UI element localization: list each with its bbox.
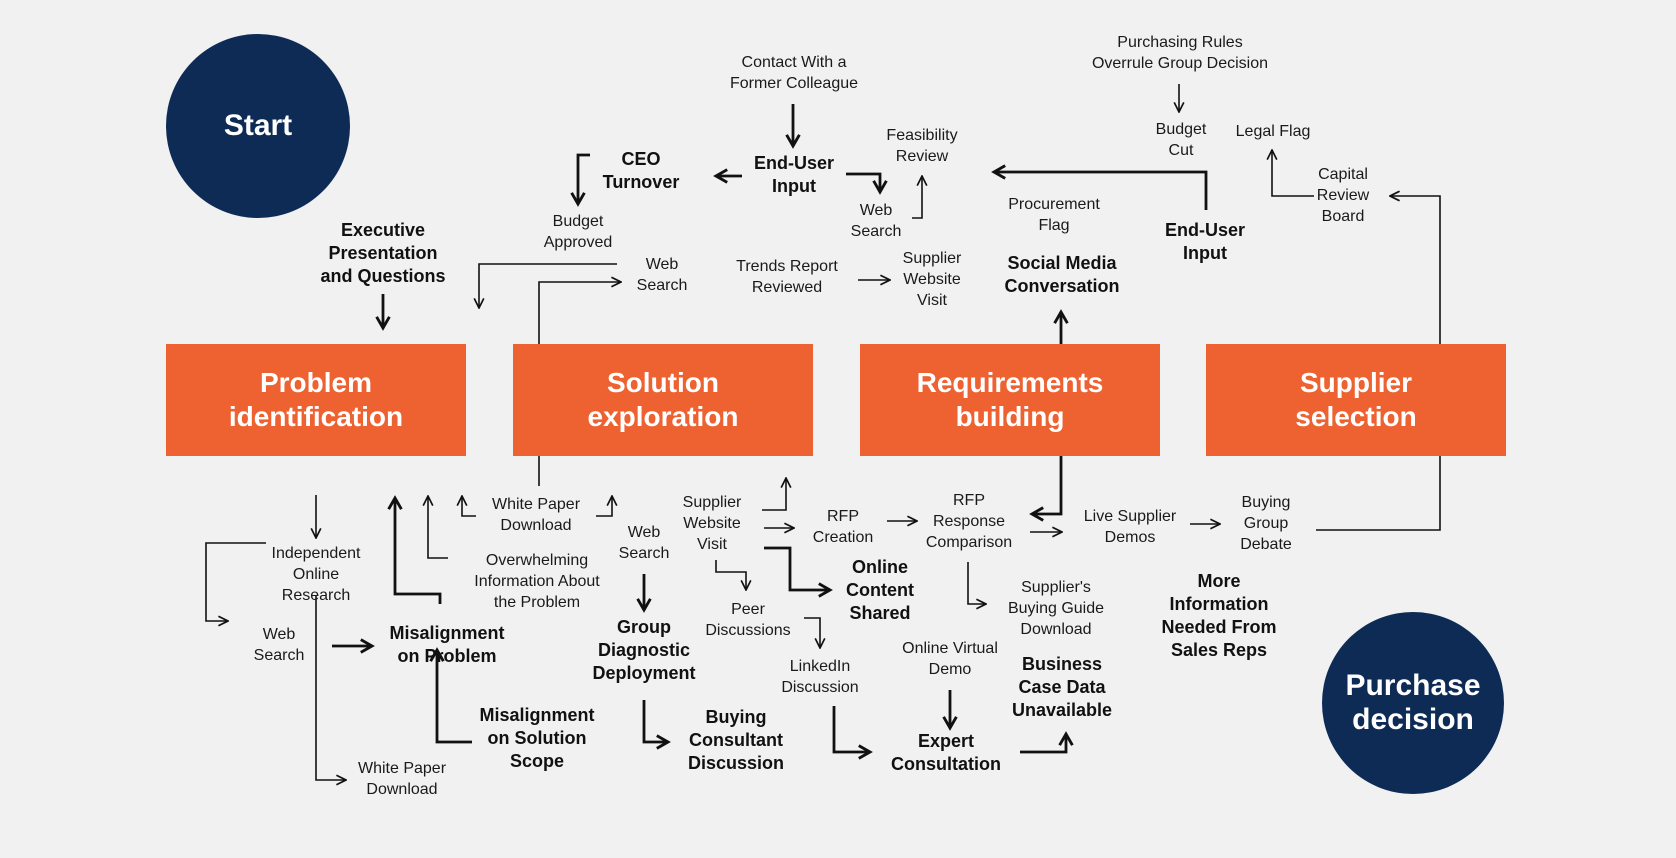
arrow-research-to-web-search [205,542,266,621]
stage-solution-exploration: Solution exploration [513,344,813,456]
label-white-paper-1: White Paper Download [491,496,581,534]
label-ceo-turnover: CEO Turnover [602,149,680,192]
arrow-rfp-to-buying-guide [967,562,986,604]
stage-problem-identification: Problem identification [166,344,466,456]
arrow-supplier-to-peer [715,560,746,590]
arrow-requirements-to-rfp-response [1029,456,1063,522]
start-node: Start [166,34,350,218]
label-peer-discussions: Peer Discussions [705,601,791,639]
arrow-misalignment-to-problem [387,495,442,604]
label-supplier-website-top: Supplier Website Visit [902,250,962,309]
label-contact-colleague: Contact With a Former Colleague [729,54,859,92]
arrow-research-to-white-paper [315,596,346,780]
stage-requirements-building: Requirements building [860,344,1160,456]
arrow-group-to-consultant [642,700,671,750]
label-live-demos: Live Supplier Demos [1083,508,1177,546]
arrow-white-paper-up-left [462,496,476,517]
label-misalignment-scope: Misalignment on Solution Scope [479,705,595,771]
line-debate-to-supplier-selection [1316,456,1441,531]
arrow-web-search-back-left [479,263,617,308]
label-more-info: More Information Needed From Sales Reps [1161,571,1277,660]
arrow-linkedin-to-expert [832,706,873,760]
arrow-supplier-to-solution-upper [762,478,786,511]
label-overwhelming-info: Overwhelming Information About the Probl… [474,552,600,611]
arrow-supplier-to-online-content [764,546,833,598]
arrow-web-search-to-feasibility [912,176,922,219]
stage-supplier-selection: Supplier selection [1206,344,1506,456]
label-budget-approved: Budget Approved [543,213,613,251]
label-business-case: Business Case Data Unavailable [1011,654,1113,720]
arrow-end-user-to-procurement [991,164,1208,210]
label-misalignment-problem: Misalignment on Problem [389,623,505,666]
label-legal-flag: Legal Flag [1235,123,1311,140]
label-buying-consultant: Buying Consultant Discussion [687,707,785,773]
arrow-white-paper-up-right [596,496,612,517]
label-white-paper-2: White Paper Download [357,760,447,798]
label-capital-review: Capital Review Board [1316,166,1370,225]
label-budget-cut: Budget Cut [1155,121,1207,159]
label-executive-presentation: Executive Presentation and Questions [320,220,446,286]
label-online-virtual-demo: Online Virtual Demo [902,640,998,678]
label-online-content: Online Content Shared [846,557,914,623]
label-web-search-top: Web Search [850,202,902,240]
label-procurement-flag: Procurement Flag [1008,196,1100,234]
label-end-user-input-1: End-User Input [753,153,835,196]
label-web-search-left: Web Search [253,626,305,664]
label-supplier-website-bottom: Supplier Website Visit [682,494,742,553]
label-group-diagnostic: Group Diagnostic Deployment [592,617,696,683]
arrow-end-user-to-web-search [846,172,888,195]
label-buying-group-debate: Buying Group Debate [1240,494,1292,553]
label-social-media: Social Media Conversation [1004,253,1120,296]
arrow-ceo-to-budget [570,153,590,207]
label-web-search-bottom: Web Search [618,524,670,562]
arrow-overwhelming-up [428,496,448,559]
label-independent-research: Independent Online Research [271,545,361,604]
label-rfp-creation: RFP Creation [812,508,874,546]
label-rfp-response: RFP Response Comparison [925,492,1013,551]
label-expert-consultation: Expert Consultation [891,731,1001,774]
arrow-peer-to-linkedin [804,617,820,648]
label-buying-guide: Supplier's Buying Guide Download [1007,579,1105,638]
label-trends-report: Trends Report Reviewed [736,258,838,296]
purchase-decision-node: Purchase decision [1322,612,1504,794]
arrow-supplier-selection-to-capital [1390,196,1441,344]
label-linkedin: LinkedIn Discussion [781,658,859,696]
arrow-solution-to-web-search [538,282,621,344]
arrow-expert-to-business-case [1020,731,1074,754]
arrow-capital-to-legal-flag [1272,150,1314,197]
label-purchasing-rules: Purchasing Rules Overrule Group Decision [1091,34,1269,72]
label-feasibility-review: Feasibility Review [886,127,958,165]
label-end-user-input-2: End-User Input [1164,220,1246,263]
arrow-scope-to-misalignment [429,647,472,744]
label-web-search-2: Web Search [636,256,688,294]
